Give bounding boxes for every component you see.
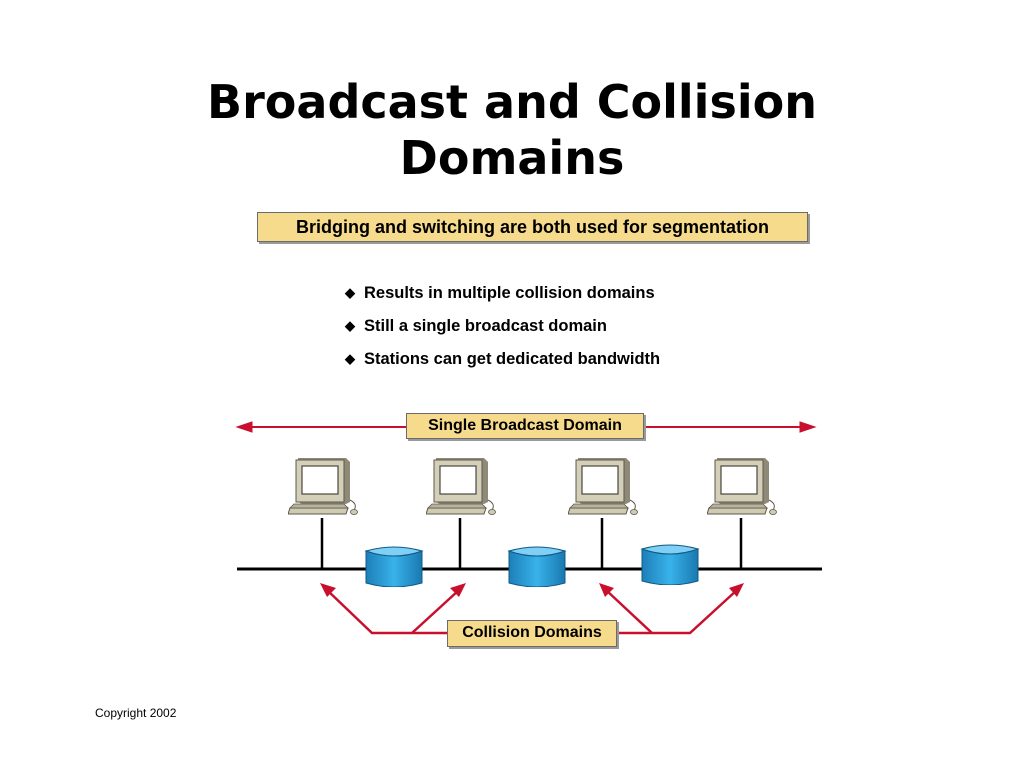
collision-arrowheads [320, 583, 744, 597]
bullet-list: ◆ Results in multiple collision domains ◆… [345, 282, 660, 381]
title-line-2: Domains [399, 131, 625, 185]
headline-box: Bridging and switching are both used for… [257, 212, 808, 242]
bullet-text: Stations can get dedicated bandwidth [364, 350, 661, 368]
workstation-computer-icon [426, 457, 496, 516]
workstation-computer-icon [707, 457, 777, 516]
bullet-item: ◆ Stations can get dedicated bandwidth [345, 348, 660, 381]
diamond-bullet-icon: ◆ [345, 285, 355, 300]
drop-lines [320, 518, 743, 569]
workstation-computer-icon [568, 457, 638, 516]
slide-title: Broadcast and Collision Domains [0, 74, 1024, 186]
bullet-text: Results in multiple collision domains [364, 284, 655, 302]
diamond-bullet-icon: ◆ [345, 318, 355, 333]
bullet-item: ◆ Still a single broadcast domain [345, 315, 660, 348]
bullet-item: ◆ Results in multiple collision domains [345, 282, 660, 315]
bridge-icon [508, 546, 566, 587]
copyright-footer: Copyright 2002 [95, 706, 177, 720]
broadcast-domain-label: Single Broadcast Domain [406, 413, 644, 439]
bridge-icon [365, 546, 423, 587]
collision-domain-arrows [326, 589, 738, 635]
broadcast-domain-arrow [235, 421, 817, 433]
bridge-icon [641, 544, 699, 585]
bullet-text: Still a single broadcast domain [364, 317, 607, 335]
diamond-bullet-icon: ◆ [345, 351, 355, 366]
workstation-computer-icon [288, 457, 358, 516]
collision-domains-label: Collision Domains [447, 620, 617, 647]
title-line-1: Broadcast and Collision [207, 75, 817, 129]
